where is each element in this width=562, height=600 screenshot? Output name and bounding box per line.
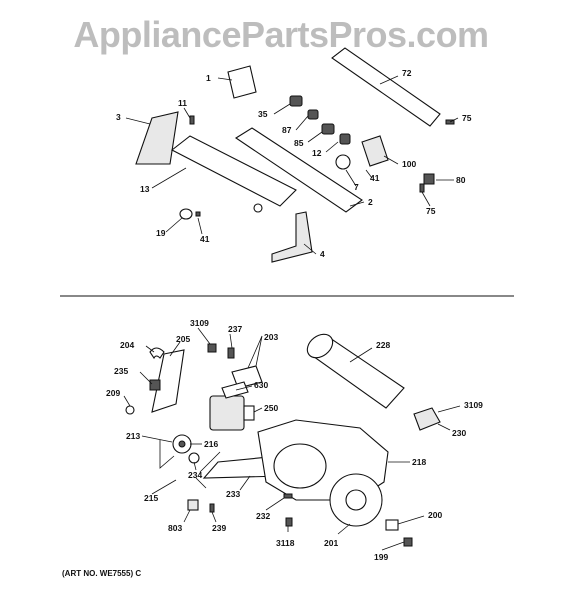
part-239-part: [209, 503, 215, 513]
part-label: 199: [374, 552, 388, 562]
part-label: 12: [312, 148, 322, 158]
part-label: 233: [226, 489, 240, 499]
part-213-wire: [159, 440, 175, 469]
part-100-switch: [361, 135, 389, 167]
part-209-part: [125, 405, 135, 415]
part-13-panel: [170, 135, 297, 207]
part-3118-part: [285, 517, 293, 527]
part-label: 209: [106, 388, 120, 398]
part-803-part: [187, 499, 199, 511]
part-label: 1: [206, 73, 211, 83]
part-204-clip: [149, 347, 165, 360]
part-232-part: [283, 493, 293, 499]
part-87-knob: [307, 109, 319, 120]
part-label: 204: [120, 340, 134, 350]
part-199-part: [403, 537, 413, 547]
part-label: 3109: [464, 400, 483, 410]
part-label: 205: [176, 334, 190, 344]
part-label: 239: [212, 523, 226, 533]
part-label: 80: [456, 175, 466, 185]
lower-labels: 3109 237 204 205 203 228 235 630 209 250…: [106, 318, 483, 562]
part-label: 41: [200, 234, 210, 244]
part-label: 7: [354, 182, 359, 192]
part-label: 228: [376, 340, 390, 350]
part-85-knob: [321, 123, 335, 135]
part-label: 203: [264, 332, 278, 342]
part-label: 87: [282, 125, 292, 135]
part-label: 35: [258, 109, 268, 119]
part-215-wire: [195, 451, 221, 489]
part-3-endcap: [135, 111, 179, 165]
part-label: 218: [412, 457, 426, 467]
art-number-caption: (ART NO. WE7555) C: [62, 569, 142, 578]
part-4-bracket: [271, 211, 313, 263]
part-label: 19: [156, 228, 166, 238]
part-label: 3109: [190, 318, 209, 328]
part-label: 216: [204, 439, 218, 449]
part-label: 215: [144, 493, 158, 503]
part-12-knob: [339, 133, 351, 145]
part-label: 41: [370, 173, 380, 183]
part-235-part: [149, 379, 161, 391]
part-label: 72: [402, 68, 412, 78]
part-3109-part: [207, 343, 217, 353]
part-label: 213: [126, 431, 140, 441]
part-label: 75: [426, 206, 436, 216]
part-630-part: [221, 381, 249, 399]
part-72-backsplash: [331, 47, 441, 127]
upper-assembly: [125, 47, 459, 263]
part-label: 2: [368, 197, 373, 207]
part-label: 4: [320, 249, 325, 259]
part-200-part: [385, 519, 399, 531]
part-237-part: [227, 347, 235, 359]
part-250-motor: [209, 395, 245, 431]
part-1-card: [227, 65, 257, 99]
part-label: 85: [294, 138, 304, 148]
part-label: 200: [428, 510, 442, 520]
part-label: 100: [402, 159, 416, 169]
upper-labels: 1 72 11 35 75 3 87 85 12 100 7 41 80 13 …: [116, 68, 472, 259]
part-label: 235: [114, 366, 128, 376]
part-19-clip: [179, 208, 193, 220]
part-80-clip: [423, 173, 435, 185]
part-label: 230: [452, 428, 466, 438]
part-205-bracket: [151, 349, 185, 413]
part-label: 803: [168, 523, 182, 533]
part-41-screw: [195, 211, 201, 217]
part-35-knob: [289, 95, 303, 107]
part-label: 11: [178, 98, 187, 108]
part-230-part: [413, 407, 441, 431]
part-label: 201: [324, 538, 338, 548]
part-label: 13: [140, 184, 150, 194]
part-label: 232: [256, 511, 270, 521]
part-label: 75: [462, 113, 472, 123]
lower-assembly: [123, 327, 461, 551]
part-label: 237: [228, 324, 242, 334]
part-label: 3118: [276, 538, 295, 548]
part-label: 3: [116, 112, 121, 122]
part-7-knob: [335, 154, 351, 170]
part-label: 234: [188, 470, 202, 480]
part-234-part: [188, 452, 200, 464]
part-label: 250: [264, 403, 278, 413]
part-2-rail: [234, 127, 363, 213]
watermark-text: AppliancePartsPros.com: [73, 14, 489, 55]
part-label: 630: [254, 380, 268, 390]
